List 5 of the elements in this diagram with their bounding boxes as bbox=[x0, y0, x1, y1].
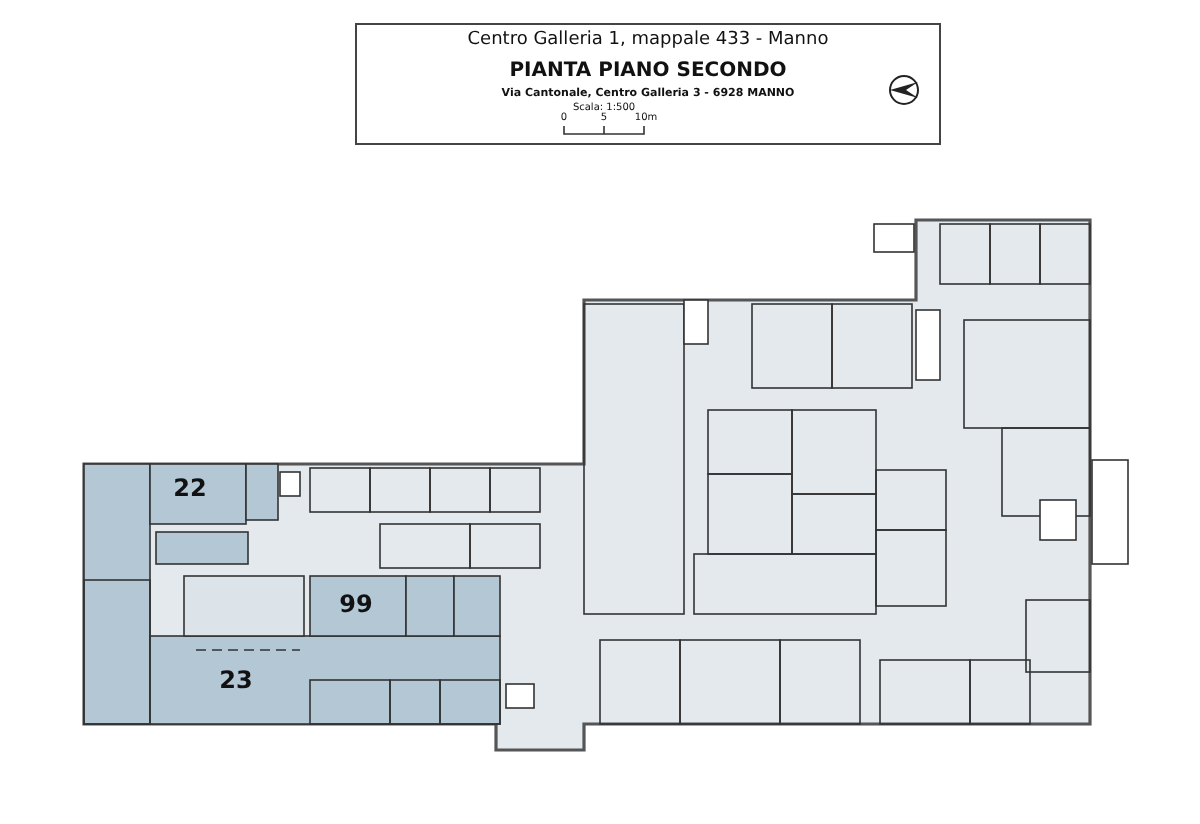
plan-title: PIANTA PIANO SECONDO bbox=[509, 62, 787, 82]
unit-number: 99 bbox=[339, 592, 373, 616]
header-address: Centro Galleria 1, mappale 433 - Manno bbox=[467, 32, 829, 50]
unit-number: 22 bbox=[173, 476, 207, 500]
unit-number: 23 bbox=[219, 668, 253, 692]
